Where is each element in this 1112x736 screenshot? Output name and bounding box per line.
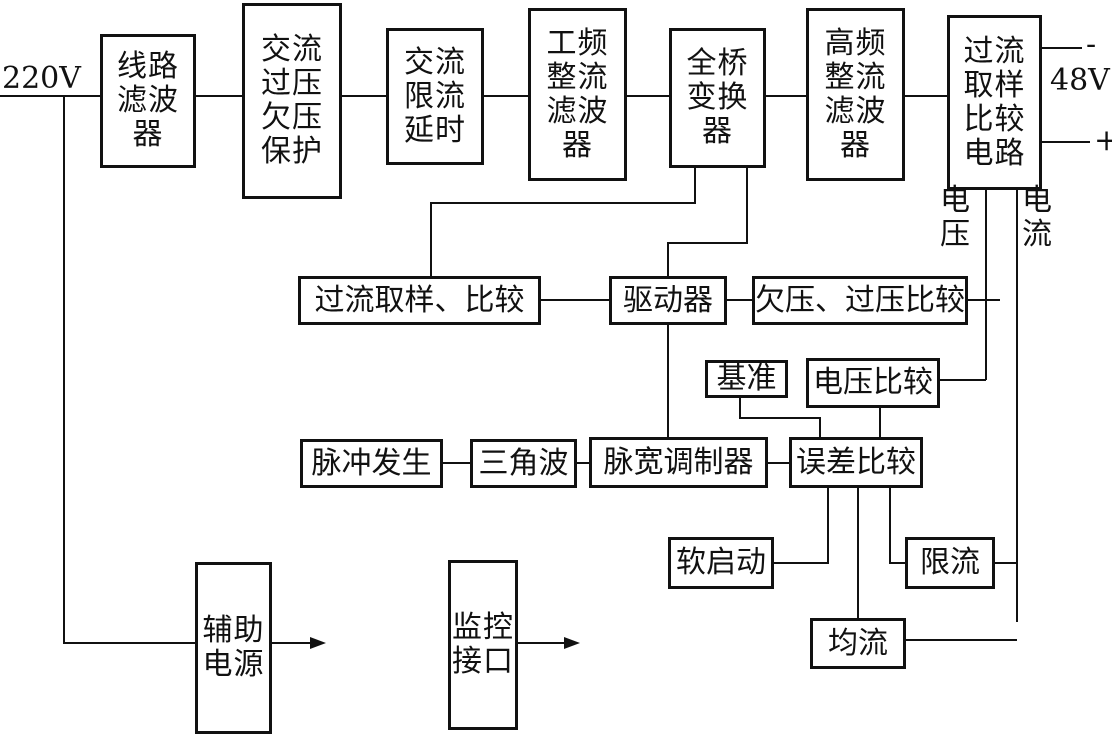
current-share-label: 均流 xyxy=(828,625,888,661)
ac-limit-delay-label: 交流 限流 延时 xyxy=(404,44,466,148)
triangle-wave-block: 三角波 xyxy=(470,439,577,488)
full-bridge-block: 全桥 变换 器 xyxy=(669,28,766,168)
soft-start-label: 软启动 xyxy=(676,545,766,580)
wire-ref-err xyxy=(739,398,821,437)
driver-label: 驱动器 xyxy=(623,282,713,318)
arrow-monitor-out xyxy=(564,637,580,649)
oc-sample-compare-block: 过流取样、比较 xyxy=(298,276,541,325)
current-limit-block: 限流 xyxy=(905,537,995,589)
wire-bridge-driver xyxy=(667,168,748,276)
voltage-compare-block: 电压比较 xyxy=(806,358,940,408)
line-filter-label: 线路 滤波 器 xyxy=(117,49,179,152)
reference-label: 基准 xyxy=(716,361,777,396)
aux-power-label: 辅助 电源 xyxy=(202,613,265,682)
line-filter-block: 线路 滤波 器 xyxy=(100,34,196,168)
lf-rectifier-label: 工频 整流 滤波 器 xyxy=(546,25,609,163)
hf-rectifier-block: 高频 整流 滤波 器 xyxy=(806,8,905,181)
input-voltage-label: 220V xyxy=(2,61,81,96)
wire-bridge-oc xyxy=(430,168,696,276)
full-bridge-label: 全桥 变换 器 xyxy=(686,46,749,149)
error-compare-block: 误差比较 xyxy=(789,437,923,488)
pwm-block: 脉宽调制器 xyxy=(589,437,768,488)
current-limit-label: 限流 xyxy=(920,545,980,580)
output-negative-sign: - xyxy=(1086,27,1097,62)
monitor-interface-label: 监控 接口 xyxy=(452,610,514,679)
driver-block: 驱动器 xyxy=(609,276,727,325)
lf-rectifier-block: 工频 整流 滤波 器 xyxy=(528,8,627,181)
uv-ov-compare-label: 欠压、过压比较 xyxy=(755,282,965,318)
ac-protection-block: 交流 过压 欠压 保护 xyxy=(242,3,342,199)
wire-soft-err xyxy=(774,488,829,564)
output-positive-sign: + xyxy=(1094,123,1112,158)
soft-start-block: 软启动 xyxy=(668,537,774,589)
ac-limit-delay-block: 交流 限流 延时 xyxy=(386,28,484,165)
pulse-generator-label: 脉冲发生 xyxy=(311,445,432,481)
voltage-compare-label: 电压比较 xyxy=(813,365,933,400)
arrow-aux-out xyxy=(310,637,326,649)
current-share-block: 均流 xyxy=(810,618,906,669)
triangle-wave-label: 三角波 xyxy=(478,445,569,481)
error-compare-label: 误差比较 xyxy=(796,444,916,480)
pulse-generator-block: 脉冲发生 xyxy=(300,439,443,488)
oc-sample-compare-circuit-block: 过流 取样 比较 电路 xyxy=(947,15,1042,190)
voltage-signal-label: 电 压 xyxy=(940,183,970,252)
hf-rectifier-label: 高频 整流 滤波 器 xyxy=(824,25,887,163)
current-signal-label: 电 流 xyxy=(1022,183,1052,252)
wire-limit-err xyxy=(889,488,905,564)
reference-block: 基准 xyxy=(705,360,788,398)
output-voltage-label: 48V xyxy=(1050,63,1110,98)
uv-ov-compare-block: 欠压、过压比较 xyxy=(752,276,968,325)
oc-sample-compare-label: 过流取样、比较 xyxy=(314,282,525,318)
aux-power-block: 辅助 电源 xyxy=(195,562,272,734)
monitor-interface-block: 监控 接口 xyxy=(448,560,518,730)
oc-sample-compare-circuit-label: 过流 取样 比较 电路 xyxy=(963,33,1026,171)
ac-protection-label: 交流 过压 欠压 保护 xyxy=(261,32,323,169)
wire-aux-tap xyxy=(63,96,195,644)
pwm-label: 脉宽调制器 xyxy=(603,444,754,480)
